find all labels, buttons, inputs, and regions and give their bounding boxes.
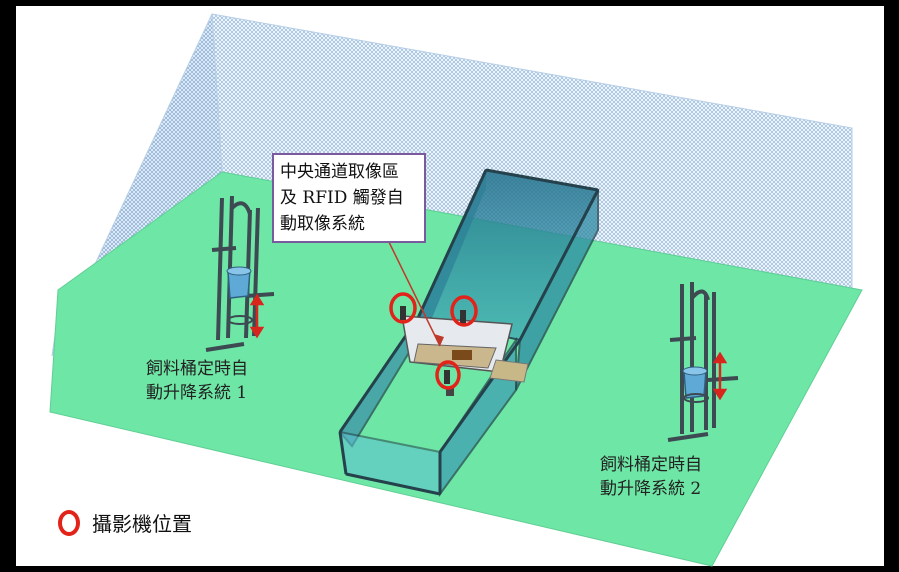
callout-line-2: 及 RFID 觸發自 [280,188,404,208]
callout-line-3: 動取像系統 [280,214,365,234]
system1-line-2: 動升降系統 1 [146,383,248,403]
lifting-system-2-frame [667,282,739,442]
imaging-booth [400,306,529,396]
lift-arrow-1 [249,293,265,339]
camera-marker-3 [435,360,461,390]
camera-marker-1 [389,292,417,324]
callout-pointer [385,235,441,347]
lift-arrow-2 [712,351,728,401]
camera-right [460,310,466,324]
camera-marker-2 [450,295,478,327]
callout-line-1: 中央通道取像區 [280,162,399,182]
system1-line-1: 飼料桶定時自 [146,359,248,379]
legend: 攝影機位置 [58,508,192,537]
legend-label: 攝影機位置 [92,512,192,536]
camera-bottom [444,370,450,384]
system2-label: 飼料桶定時自 動升降系統 2 [600,453,702,501]
camera-left [400,306,406,320]
system2-line-2: 動升降系統 2 [600,479,702,499]
camera-marker-legend-icon [58,509,80,536]
system1-label: 飼料桶定時自 動升降系統 1 [146,357,248,405]
channel-callout-box: 中央通道取像區 及 RFID 觸發自 動取像系統 [272,153,426,243]
system2-line-1: 飼料桶定時自 [600,455,702,475]
